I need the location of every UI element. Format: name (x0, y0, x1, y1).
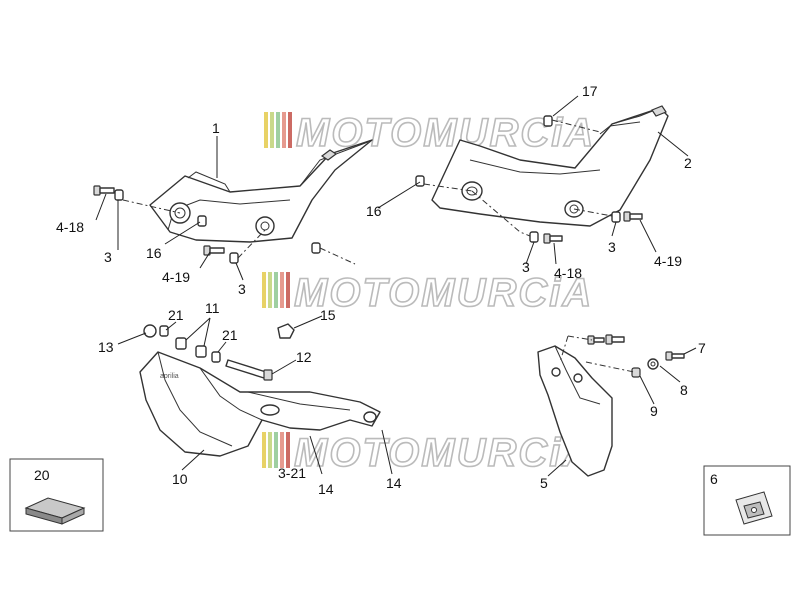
watermark-text: MOTOMURCiA (294, 431, 593, 475)
watermark-text: MOTOMURCiA (296, 111, 595, 155)
callout-21-a: 21 (168, 307, 184, 323)
assembly-lines (122, 119, 635, 373)
hardware-bushing-21-a (159, 325, 169, 337)
callout-4-18-left: 4-18 (56, 219, 84, 235)
callout-11: 11 (205, 300, 220, 316)
callout-17: 17 (582, 83, 598, 99)
callout-6: 6 (710, 471, 718, 487)
callout-1: 1 (212, 120, 220, 136)
callout-4-19-left: 4-19 (162, 269, 190, 285)
callout-15: 15 (320, 307, 336, 323)
callout-3-far-right: 3 (608, 239, 616, 255)
part-left-side-panel (149, 139, 373, 243)
hardware-bolt-12 (225, 359, 273, 381)
callout-10: 10 (172, 471, 188, 487)
callout-12: 12 (296, 349, 312, 365)
hardware-washer-8-hole (650, 361, 656, 367)
leader-lines (41, 95, 697, 501)
hardware-screw-4-18-left (93, 185, 115, 196)
callout-16-right: 16 (366, 203, 382, 219)
hardware-screw-4-18-right (543, 233, 563, 244)
part-right-side-panel (431, 105, 669, 227)
callout-3-mid: 3 (238, 281, 246, 297)
inset-box-20 (9, 458, 104, 532)
callout-4-19-right: 4-19 (654, 253, 682, 269)
hardware-clip-15 (277, 323, 295, 339)
callout-20: 20 (34, 467, 50, 483)
hardware-screw-4-19-right (623, 211, 643, 222)
watermark-middle: MOTOMURCiA (262, 270, 593, 316)
watermark-text: MOTOMURCiA (294, 271, 593, 315)
svg-text:aprilia: aprilia (160, 373, 179, 380)
hardware-bushing-3-far-right (611, 211, 621, 223)
hardware-bushing-3-right (529, 231, 539, 243)
hardware-bushing-21-b (211, 351, 221, 363)
hardware-screws-7 (587, 334, 685, 361)
callout-13: 13 (98, 339, 114, 355)
callout-7: 7 (698, 340, 706, 356)
hardware-washer-8 (647, 358, 659, 370)
hardware-bushing-11-b (195, 345, 207, 358)
hardware-screw-4-19-left (203, 245, 225, 256)
hardware-bushing-16-right (415, 175, 425, 187)
hardware-grommet-9 (631, 367, 641, 378)
callout-2: 2 (684, 155, 692, 171)
callout-4-18-right: 4-18 (554, 265, 582, 281)
hardware-bushing-16-left (197, 215, 207, 227)
callout-3-left: 3 (104, 249, 112, 265)
callout-3-21: 3-21 (278, 465, 306, 481)
inset-box-6 (703, 465, 791, 536)
watermark-top: MOTOMURCiA (264, 110, 595, 156)
hardware-bushing-3-mid (229, 252, 239, 264)
part-front-guard (537, 345, 613, 477)
callout-21-b: 21 (222, 327, 238, 343)
callout-5: 5 (540, 475, 548, 491)
hardware-nut-13 (143, 324, 157, 338)
hardware-bushing-11-a (175, 337, 187, 350)
watermark-bottom: MOTOMURCiA (262, 430, 593, 476)
hardware-bushing-17 (543, 115, 553, 127)
callout-3-right: 3 (522, 259, 530, 275)
callout-14-left: 14 (318, 481, 334, 497)
callout-16-left: 16 (146, 245, 162, 261)
hardware-bushing-3-upper (311, 242, 321, 254)
callout-14-right: 14 (386, 475, 402, 491)
hardware-bushing-3-left (114, 189, 124, 201)
callout-9: 9 (650, 403, 658, 419)
part-belly-pan: aprilia (139, 351, 381, 457)
callout-8: 8 (680, 382, 688, 398)
